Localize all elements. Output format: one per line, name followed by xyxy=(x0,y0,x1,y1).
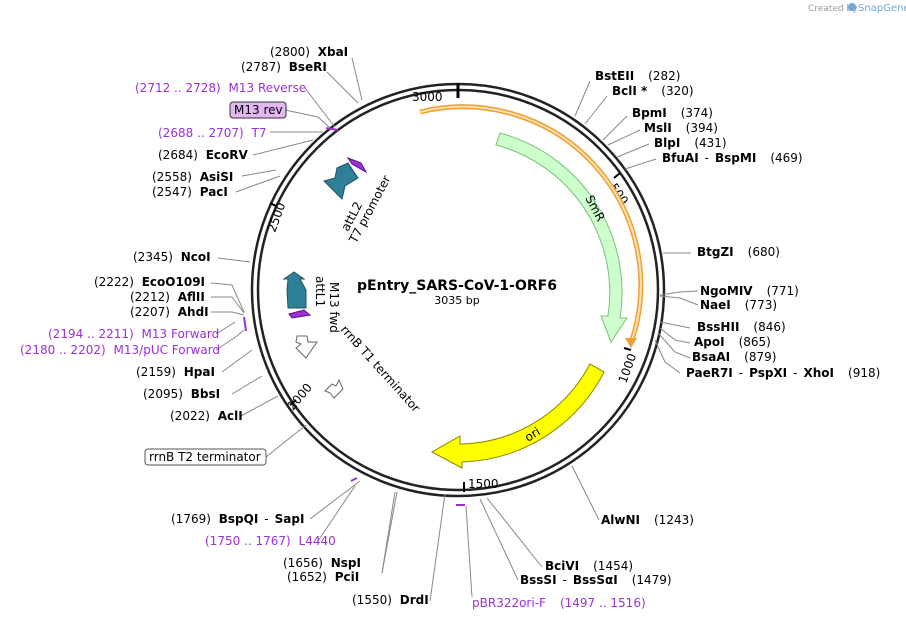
site-label: BssSI-BssSαI(1479) xyxy=(520,573,672,587)
site-label: (2558) AsiSI xyxy=(152,170,233,184)
site-labels-right: BstEII(282) BclI *(320) BpmI(374) MslI(3… xyxy=(472,69,880,610)
rrnb-t1-terminator-feature[interactable] xyxy=(295,335,318,359)
site-label: pBR322ori-F(1497 .. 1516) xyxy=(472,596,646,610)
rrnb-t2-terminator-feature[interactable] xyxy=(324,378,344,399)
site-label: (2800) XbaI xyxy=(270,45,348,59)
site-labels-bottom: (1769) BspQI-SapI (1750 .. 1767) L4440 (… xyxy=(171,512,429,607)
attl1-label: attL1 xyxy=(313,276,327,307)
plasmid-length: 3035 bp xyxy=(434,294,479,307)
site-label: (2180 .. 2202) M13/pUC Forward xyxy=(20,343,220,357)
site-label: (2688 .. 2707) T7 xyxy=(158,126,267,140)
site-label: rrnB T2 terminator xyxy=(149,450,261,464)
plasmid-name: pEntry_SARS-CoV-1-ORF6 xyxy=(357,278,557,294)
snapgene-logo-icon xyxy=(848,3,856,11)
site-label: AlwNI(1243) xyxy=(601,513,694,527)
gateway-arc-arrowhead xyxy=(625,338,637,348)
site-label: ApoI(865) xyxy=(694,335,771,349)
tick-label-2500: 2500 xyxy=(265,201,289,234)
site-label: BfuAI-BspMI(469) xyxy=(662,151,803,165)
site-label: BpmI(374) xyxy=(632,106,713,120)
site-label: (2345) NcoI xyxy=(133,250,211,264)
site-label: (2194 .. 2211) M13 Forward xyxy=(48,327,219,341)
t7-promoter-feature[interactable] xyxy=(346,156,368,174)
site-label: (2207) AhdI xyxy=(130,305,209,319)
site-label: (2212) AflII xyxy=(130,290,205,304)
rrnb-t2-terminator-box[interactable]: rrnB T2 terminator xyxy=(144,448,267,466)
m13-fwd-feature[interactable] xyxy=(288,309,312,319)
site-label: (2222) EcoO109I xyxy=(94,275,205,289)
credit-prefix: Created by xyxy=(808,4,858,14)
site-label: (1769) BspQI-SapI xyxy=(171,512,304,526)
tick-marks xyxy=(269,172,632,492)
rrnb-t1-label: rrnB T1 terminator xyxy=(338,323,423,415)
site-label: BssHII(846) xyxy=(697,320,786,334)
site-label: BciVI(1454) xyxy=(545,559,633,573)
site-label: BtgZI(680) xyxy=(697,245,780,259)
site-label: (2095) BbsI xyxy=(143,387,220,401)
site-label: (2787) BseRI xyxy=(241,60,327,74)
site-label: (1656) NspI xyxy=(283,556,361,570)
site-label: BsaAI(879) xyxy=(692,350,776,364)
site-label: MslI(394) xyxy=(644,121,718,135)
site-label: (2684) EcoRV xyxy=(158,148,249,162)
site-label: NgoMIV(771) xyxy=(700,284,799,298)
tick-label-3000: 3000 xyxy=(412,90,443,104)
site-label: (2159) HpaI xyxy=(136,365,215,379)
site-label: (2022) AclI xyxy=(170,409,243,423)
smr-feature[interactable] xyxy=(495,132,628,344)
site-label: (2712 .. 2728) M13 Reverse xyxy=(135,81,306,95)
m13-fwd-label: M13 fwd xyxy=(327,282,341,333)
ori-feature[interactable] xyxy=(430,363,605,469)
site-label: M13 rev xyxy=(234,103,283,117)
tick-label-1500: 1500 xyxy=(468,477,499,491)
site-label: BclI *(320) xyxy=(612,84,694,98)
attl2-feature[interactable] xyxy=(323,162,359,200)
leader-lines xyxy=(210,57,699,602)
site-label: BlpI(431) xyxy=(654,136,727,150)
site-labels-left: (2800) XbaI (2787) BseRI (2712 .. 2728) … xyxy=(20,45,348,423)
primer-marks xyxy=(243,127,465,506)
site-label: (1652) PciI xyxy=(287,570,359,584)
site-label: (1550) DrdI xyxy=(352,593,429,607)
site-label: PaeR7I-PspXI-XhoI(918) xyxy=(686,366,880,380)
site-label: NaeI(773) xyxy=(700,298,777,312)
site-label: BstEII(282) xyxy=(595,69,680,83)
site-label: (1750 .. 1767) L4440 xyxy=(205,534,336,548)
site-label: (2547) PacI xyxy=(152,185,228,199)
m13-rev-box[interactable]: M13 rev xyxy=(229,101,287,119)
credit-brand: SnapGene xyxy=(858,3,906,14)
attl1-feature[interactable] xyxy=(282,271,307,309)
